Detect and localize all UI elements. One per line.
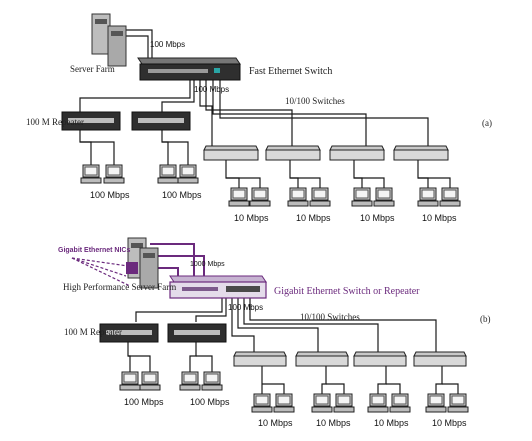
repeater-icon <box>131 111 191 131</box>
pc-icon <box>228 187 250 207</box>
switches-label: 10/100 Switches <box>300 312 360 322</box>
switch-icon <box>203 145 259 161</box>
switch-icon <box>413 351 467 367</box>
pc-icon <box>311 393 333 413</box>
pc-icon <box>447 393 469 413</box>
switch-speed: 10 Mbps <box>360 213 395 223</box>
gigabit-switch-icon <box>169 275 267 299</box>
pc-icon <box>439 187 461 207</box>
pc-icon <box>287 187 309 207</box>
repeater-speed: 100 Mbps <box>90 190 130 200</box>
switch-speed: 10 Mbps <box>432 418 467 428</box>
switch-icon <box>233 351 287 367</box>
pc-group <box>80 164 461 207</box>
repeater-icon <box>167 323 227 343</box>
server-farm-text: Server Farm <box>70 64 115 74</box>
pc-icon <box>389 393 411 413</box>
switch-speed: 10 Mbps <box>316 418 351 428</box>
switch-speed: 10 Mbps <box>234 213 269 223</box>
repeater-speed: 100 Mbps <box>162 190 202 200</box>
panel-tag: (b) <box>480 314 491 324</box>
high-performance-server-farm-icon <box>126 237 159 289</box>
pc-icon <box>157 164 179 184</box>
gigabit-switch-label: Gigabit Ethernet Switch or Repeater <box>274 286 420 297</box>
repeater-icon <box>61 111 121 131</box>
pc-icon <box>351 187 373 207</box>
pc-icon <box>417 187 439 207</box>
pc-icon <box>425 393 447 413</box>
switch-uplink-speed: 100 Mbps <box>194 85 229 94</box>
pc-icon <box>119 371 141 391</box>
server-link-speed: 100 Mbps <box>150 40 185 49</box>
switch-speed: 10 Mbps <box>422 213 457 223</box>
repeater-label: 100 M Repeater <box>26 117 84 127</box>
pc-icon <box>367 393 389 413</box>
pc-icon <box>139 371 161 391</box>
fast-ethernet-switch-label: Fast Ethernet Switch <box>249 66 332 77</box>
pc-icon <box>201 371 223 391</box>
switches-label: 10/100 Switches <box>285 96 345 106</box>
repeater-icon <box>99 323 159 343</box>
switch-icon <box>353 351 407 367</box>
pc-icon <box>251 393 273 413</box>
panel-b <box>71 243 459 394</box>
server-farm-label: High Performance Server Farm <box>63 282 176 292</box>
pc-icon <box>80 164 102 184</box>
pc-icon <box>333 393 355 413</box>
switch-speed: 10 Mbps <box>374 418 409 428</box>
pc-icon <box>177 164 199 184</box>
pc-icon <box>249 187 271 207</box>
switch-speed: 10 Mbps <box>258 418 293 428</box>
switch-icon <box>393 145 449 161</box>
repeater-speed: 100 Mbps <box>190 397 230 407</box>
nics-label: Gigabit Ethernet NICs <box>58 247 130 254</box>
switch-icon <box>295 351 349 367</box>
server-farm-label: Server Farm <box>70 64 115 74</box>
panel-tag: (a) <box>482 118 492 128</box>
panel-a <box>79 29 451 188</box>
pc-icon <box>273 393 295 413</box>
pc-group <box>119 371 469 413</box>
switch-icon <box>265 145 321 161</box>
switch-speed: 10 Mbps <box>296 213 331 223</box>
pc-icon <box>373 187 395 207</box>
switch-uplink-speed: 100 Mbps <box>228 303 263 312</box>
repeater-speed: 100 Mbps <box>124 397 164 407</box>
fast-ethernet-switch-icon <box>137 57 241 81</box>
switch-icon <box>329 145 385 161</box>
pc-icon <box>103 164 125 184</box>
repeater-label: 100 M Repeater <box>64 327 122 337</box>
pc-icon <box>309 187 331 207</box>
server-link-speed: 1000 Mbps <box>190 261 225 268</box>
pc-icon <box>179 371 201 391</box>
server-farm-icon <box>91 13 127 67</box>
